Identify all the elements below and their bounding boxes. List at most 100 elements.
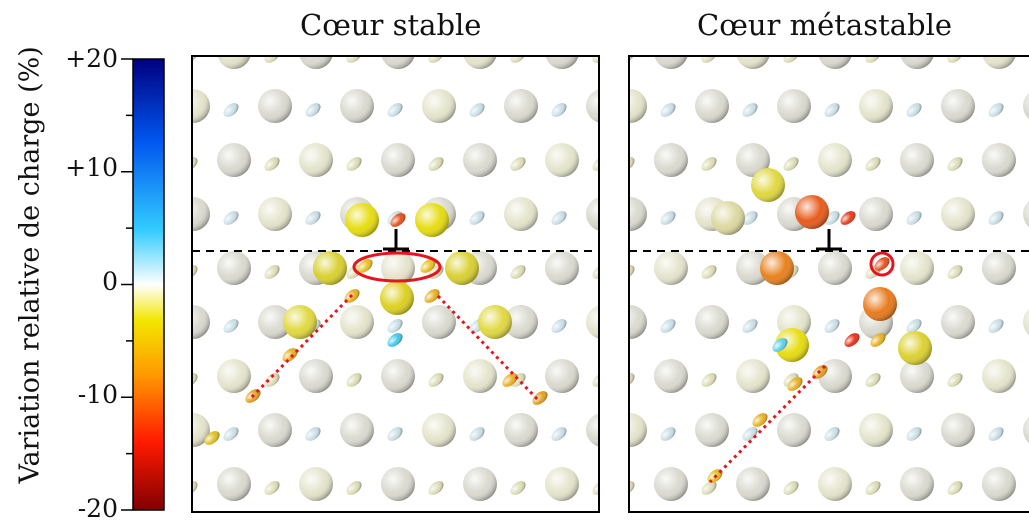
atom (941, 197, 975, 231)
atom (711, 201, 745, 235)
atom (504, 305, 538, 339)
atom (223, 211, 239, 225)
atom (380, 281, 414, 315)
atom (736, 359, 770, 393)
atom (217, 359, 251, 393)
atom (701, 56, 717, 63)
atom (381, 467, 415, 501)
atom (282, 348, 298, 362)
atom (346, 373, 362, 387)
atom (510, 56, 526, 63)
atom (1023, 93, 1029, 119)
atom (445, 251, 479, 285)
atom (204, 431, 220, 445)
dislocation-symbol-right (816, 229, 842, 251)
atom (504, 89, 538, 123)
atom (629, 56, 635, 63)
atom (760, 251, 794, 285)
atom (357, 259, 373, 273)
atom (420, 259, 436, 273)
atom (654, 143, 688, 177)
atom (346, 481, 362, 495)
atom (532, 391, 548, 405)
atom (381, 251, 415, 285)
atom (654, 359, 688, 393)
atom (192, 56, 198, 63)
atom (387, 427, 403, 441)
colorbar-tick-label: +10 (65, 153, 118, 182)
atom (545, 143, 579, 177)
atom (818, 56, 852, 69)
atom (988, 211, 1004, 225)
atom (900, 143, 934, 177)
atom (701, 157, 717, 171)
atom (900, 251, 934, 285)
atom (870, 333, 886, 347)
atom (824, 427, 840, 441)
atom (428, 157, 444, 171)
atom (982, 56, 1016, 69)
atom (629, 413, 647, 447)
atom (742, 103, 758, 117)
atom (941, 305, 975, 339)
atom (428, 481, 444, 495)
atom (772, 338, 788, 352)
atom (695, 413, 729, 447)
atom (192, 481, 198, 495)
atom (824, 103, 840, 117)
atom (906, 211, 922, 225)
atom (299, 359, 333, 393)
atom (629, 197, 647, 231)
atom (192, 265, 198, 279)
atom (592, 265, 599, 279)
atom (345, 203, 379, 237)
atom (859, 413, 893, 447)
atom (751, 168, 785, 202)
atom (906, 103, 922, 117)
atom (586, 89, 599, 123)
atom (982, 143, 1016, 177)
atom (258, 305, 292, 339)
atom (988, 103, 1004, 117)
atom (988, 319, 1004, 333)
atom (422, 89, 456, 123)
atom (629, 265, 635, 279)
atom (545, 359, 579, 393)
atom (381, 143, 415, 177)
atom (629, 481, 635, 495)
atom (340, 89, 374, 123)
atom (736, 467, 770, 501)
atom (551, 103, 567, 117)
atom (192, 373, 198, 387)
atom (859, 197, 893, 231)
atom (510, 481, 526, 495)
atom (428, 56, 444, 63)
atom (264, 373, 280, 387)
atom (217, 56, 251, 69)
atom (313, 251, 347, 285)
atom (736, 143, 770, 177)
atom (586, 197, 599, 231)
atom (463, 56, 497, 69)
atom (629, 89, 647, 123)
atom (192, 305, 210, 339)
atom (258, 89, 292, 123)
atom (982, 359, 1016, 393)
atom (463, 359, 497, 393)
atom (900, 359, 934, 393)
atom (874, 257, 890, 271)
atom (865, 481, 881, 495)
atom (863, 287, 897, 321)
atom (217, 143, 251, 177)
dislocation-symbol-left (383, 229, 409, 251)
panel-title-metastable: Cœur métastable (697, 8, 953, 42)
atom (192, 197, 210, 231)
atom (660, 103, 676, 117)
atom (947, 56, 963, 63)
panel-metastable-core (628, 55, 1029, 513)
atom (736, 251, 770, 285)
atom (424, 289, 440, 303)
atom (775, 328, 809, 362)
atoms-metastable-core (629, 56, 1029, 501)
atom (629, 305, 647, 339)
